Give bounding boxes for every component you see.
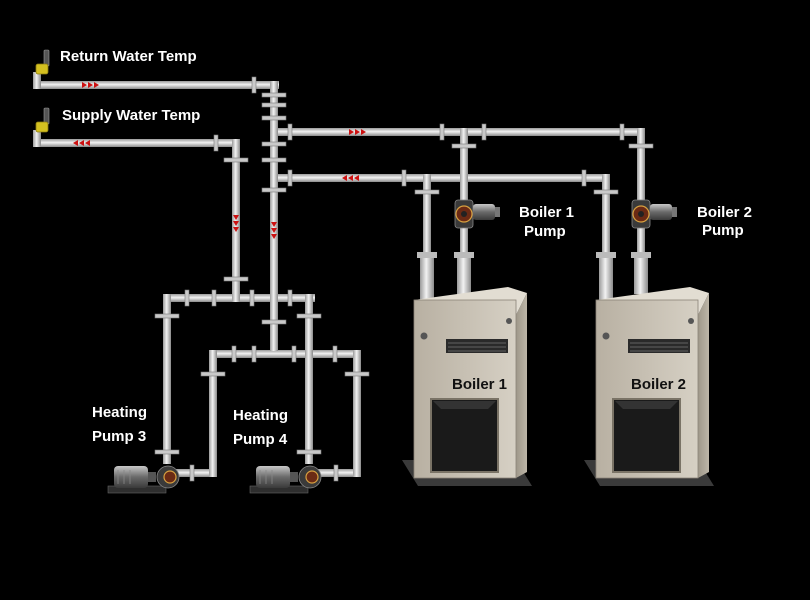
return-water-temp-sensor — [35, 49, 50, 75]
supply-water-header-pipe — [33, 139, 240, 147]
boiler2-pump-label-line2: Pump — [702, 222, 744, 239]
supply-water-temp-label: Supply Water Temp — [62, 107, 201, 124]
flange — [581, 169, 587, 187]
flange — [261, 115, 287, 121]
flange — [261, 187, 287, 193]
flow-arrows — [73, 82, 366, 239]
flange — [154, 449, 180, 455]
flange — [261, 141, 287, 147]
flange — [251, 345, 257, 363]
flange — [593, 189, 619, 195]
supply-water-temp-sensor — [35, 107, 50, 133]
pump3-riser-pipe — [209, 350, 217, 477]
flange — [481, 123, 487, 141]
boiler-return-header-pipe — [270, 128, 642, 136]
flow-arrow-supply-riser — [233, 215, 239, 232]
boiler1-pump-label-line2: Pump — [524, 223, 566, 240]
pump4-discharge-pipe — [305, 469, 361, 477]
flange — [223, 276, 249, 282]
boiler2-return-drop-pipe — [637, 128, 645, 254]
flange — [628, 143, 654, 149]
flange — [223, 157, 249, 163]
flange — [296, 313, 322, 319]
flange — [261, 102, 287, 108]
heating-pump4-label-line1: Heating — [233, 407, 289, 424]
pipe-flanges — [154, 76, 654, 482]
heating-pump3-label-line2: Pump 3 — [92, 428, 147, 445]
boiler1-pump — [454, 199, 500, 229]
return-riser-pipe — [270, 81, 278, 351]
pump3-suction-pipe — [163, 294, 171, 464]
heating-pump-3 — [107, 465, 180, 494]
flange — [154, 313, 180, 319]
flange — [414, 189, 440, 195]
boiler-1 — [402, 287, 532, 486]
boiler1-nameplate: Boiler 1 — [452, 376, 508, 393]
supply-sensor-stub — [33, 130, 41, 147]
flange — [261, 157, 287, 163]
vertical-pipes — [33, 72, 645, 477]
flow-arrow-return-riser — [271, 222, 277, 239]
flange — [451, 143, 477, 149]
flange — [439, 123, 445, 141]
flange — [184, 289, 190, 307]
flange — [261, 319, 287, 325]
heating-pump3-label-line1: Heating — [92, 404, 148, 421]
flange — [213, 134, 219, 152]
flow-arrow-supply-header — [73, 140, 90, 146]
return-water-header-pipe — [33, 81, 279, 89]
boiler1-pump-label-line1: Boiler 1 — [519, 204, 575, 221]
boiler-2 — [584, 287, 714, 486]
heating-pump-4 — [249, 465, 322, 494]
boiler2-nameplate: Boiler 2 — [631, 376, 687, 393]
heating-pump4-label-line2: Pump 4 — [233, 431, 288, 448]
flange — [333, 464, 339, 482]
return-sensor-stub — [33, 72, 41, 89]
flange — [287, 289, 293, 307]
flange — [344, 371, 370, 377]
flange — [291, 345, 297, 363]
return-water-temp-label: Return Water Temp — [60, 48, 197, 65]
flange — [189, 464, 195, 482]
boiler2-pump — [631, 199, 677, 229]
flange — [200, 371, 226, 377]
pump4-riser-pipe — [353, 350, 361, 477]
supply-riser-pipe — [232, 139, 240, 302]
boiler-inlet-stubs — [417, 252, 651, 308]
boiler1-return-drop-pipe — [460, 128, 468, 254]
boiler-supply-header-pipe — [270, 174, 610, 182]
flange — [401, 169, 407, 187]
flange — [296, 449, 322, 455]
flange — [211, 289, 217, 307]
pump4-suction-pipe — [305, 294, 313, 464]
boiler2-pump-label-line1: Boiler 2 — [697, 204, 753, 221]
flow-arrow-lower-boiler-header — [342, 175, 359, 181]
heating-return-pipe — [209, 350, 361, 358]
flow-arrow-return-header — [82, 82, 99, 88]
flange — [251, 76, 257, 94]
flange — [287, 123, 293, 141]
flange — [332, 345, 338, 363]
flange — [249, 289, 255, 307]
flange — [261, 92, 287, 98]
flow-arrow-upper-boiler-header — [349, 129, 366, 135]
flange — [619, 123, 625, 141]
flange — [287, 169, 293, 187]
boiler1-supply-drop-pipe — [423, 174, 431, 254]
flange — [231, 345, 237, 363]
boiler2-supply-drop-pipe — [602, 174, 610, 254]
